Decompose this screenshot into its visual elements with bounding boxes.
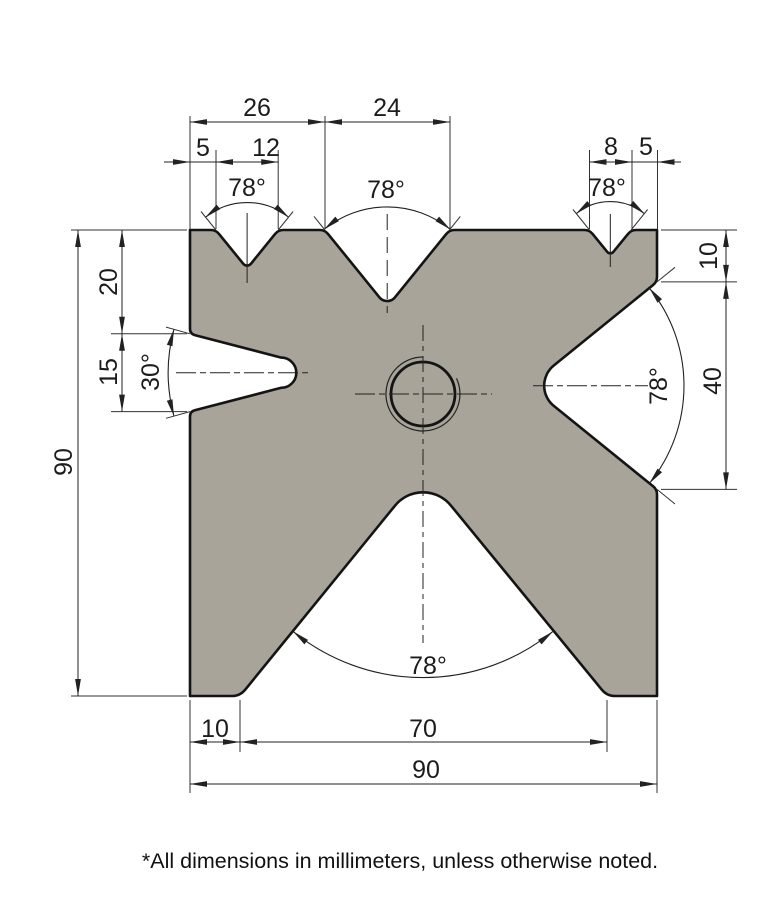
angle-arc-top-middle-notch: [323, 206, 451, 230]
dimension-labels: 26 24 5 12 8 5 10 40 20 15 90 10 70 90: [50, 94, 727, 784]
angle-text-bottom: 78°: [409, 652, 447, 680]
angle-labels: 78° 78° 78° 30° 78° 78°: [137, 174, 673, 680]
dim-text-90-bottom: 90: [412, 756, 440, 784]
dim-text-15: 15: [95, 358, 123, 386]
angle-arc-right-notch: [648, 287, 685, 484]
angle-text-top-middle: 78°: [367, 176, 405, 204]
dim-text-40: 40: [699, 367, 727, 395]
dim-text-70: 70: [409, 715, 437, 743]
dim-text-5-right: 5: [639, 133, 653, 161]
dim-text-12: 12: [252, 134, 280, 162]
dim-text-5-left: 5: [196, 134, 210, 162]
angle-arcs: [166, 200, 685, 679]
angle-text-left: 30°: [137, 353, 165, 391]
centerlines: [176, 213, 648, 643]
slope-extension-lines: [165, 209, 676, 505]
dim-text-10-bottom: 10: [201, 715, 229, 743]
angle-arc-left-notch: [166, 329, 175, 417]
dim-text-8: 8: [604, 133, 618, 161]
angle-text-top-left: 78°: [228, 174, 266, 202]
angle-arc-top-right-notch: [575, 200, 645, 215]
dim-text-10-right: 10: [695, 242, 723, 270]
angle-arc-bottom-notch: [293, 631, 553, 679]
dim-text-90-left: 90: [50, 448, 78, 476]
angle-text-top-right: 78°: [588, 174, 626, 202]
angle-arc-top-left-notch: [205, 201, 289, 218]
thread-arc: [385, 356, 461, 432]
dimension-arrows: [75, 119, 729, 787]
angle-text-right: 78°: [645, 367, 673, 405]
units-footnote: *All dimensions in millimeters, unless o…: [141, 849, 659, 873]
dim-text-24: 24: [373, 94, 401, 122]
dim-text-26: 26: [243, 94, 271, 122]
dim-text-20: 20: [95, 268, 123, 296]
